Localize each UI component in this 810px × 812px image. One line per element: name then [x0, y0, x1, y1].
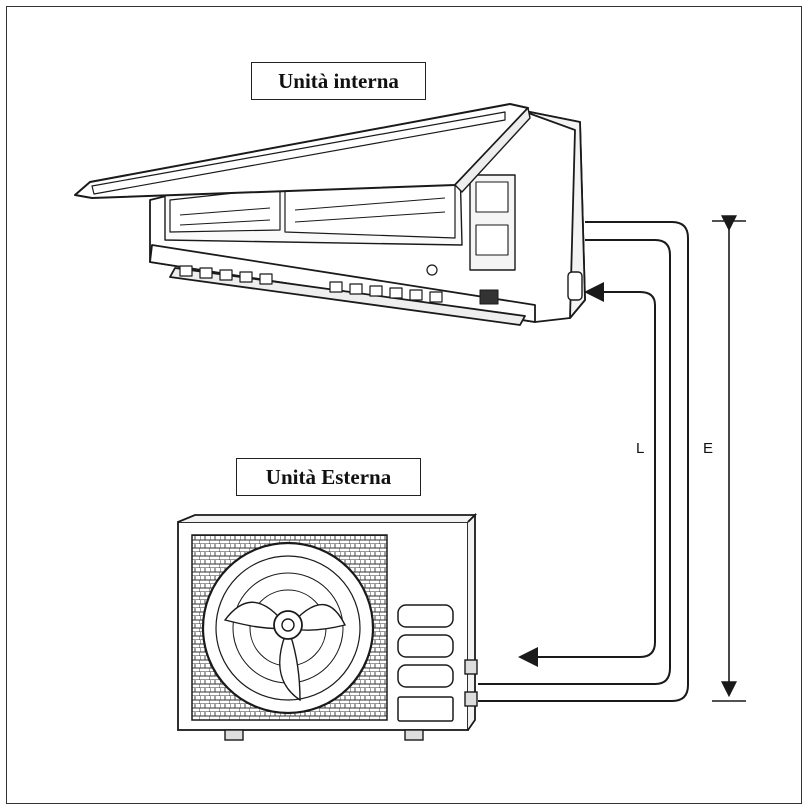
refrigerant-pipes	[478, 221, 689, 702]
outdoor-unit-label: Unità Esterna	[236, 458, 421, 496]
height-difference-label: E	[703, 440, 714, 457]
indoor-unit	[74, 103, 586, 326]
height-dimension	[712, 215, 746, 702]
pipe-length-label: L	[636, 440, 645, 457]
indoor-unit-label: Unità interna	[251, 62, 426, 100]
diagram-frame	[6, 6, 802, 804]
outdoor-unit	[177, 512, 478, 741]
